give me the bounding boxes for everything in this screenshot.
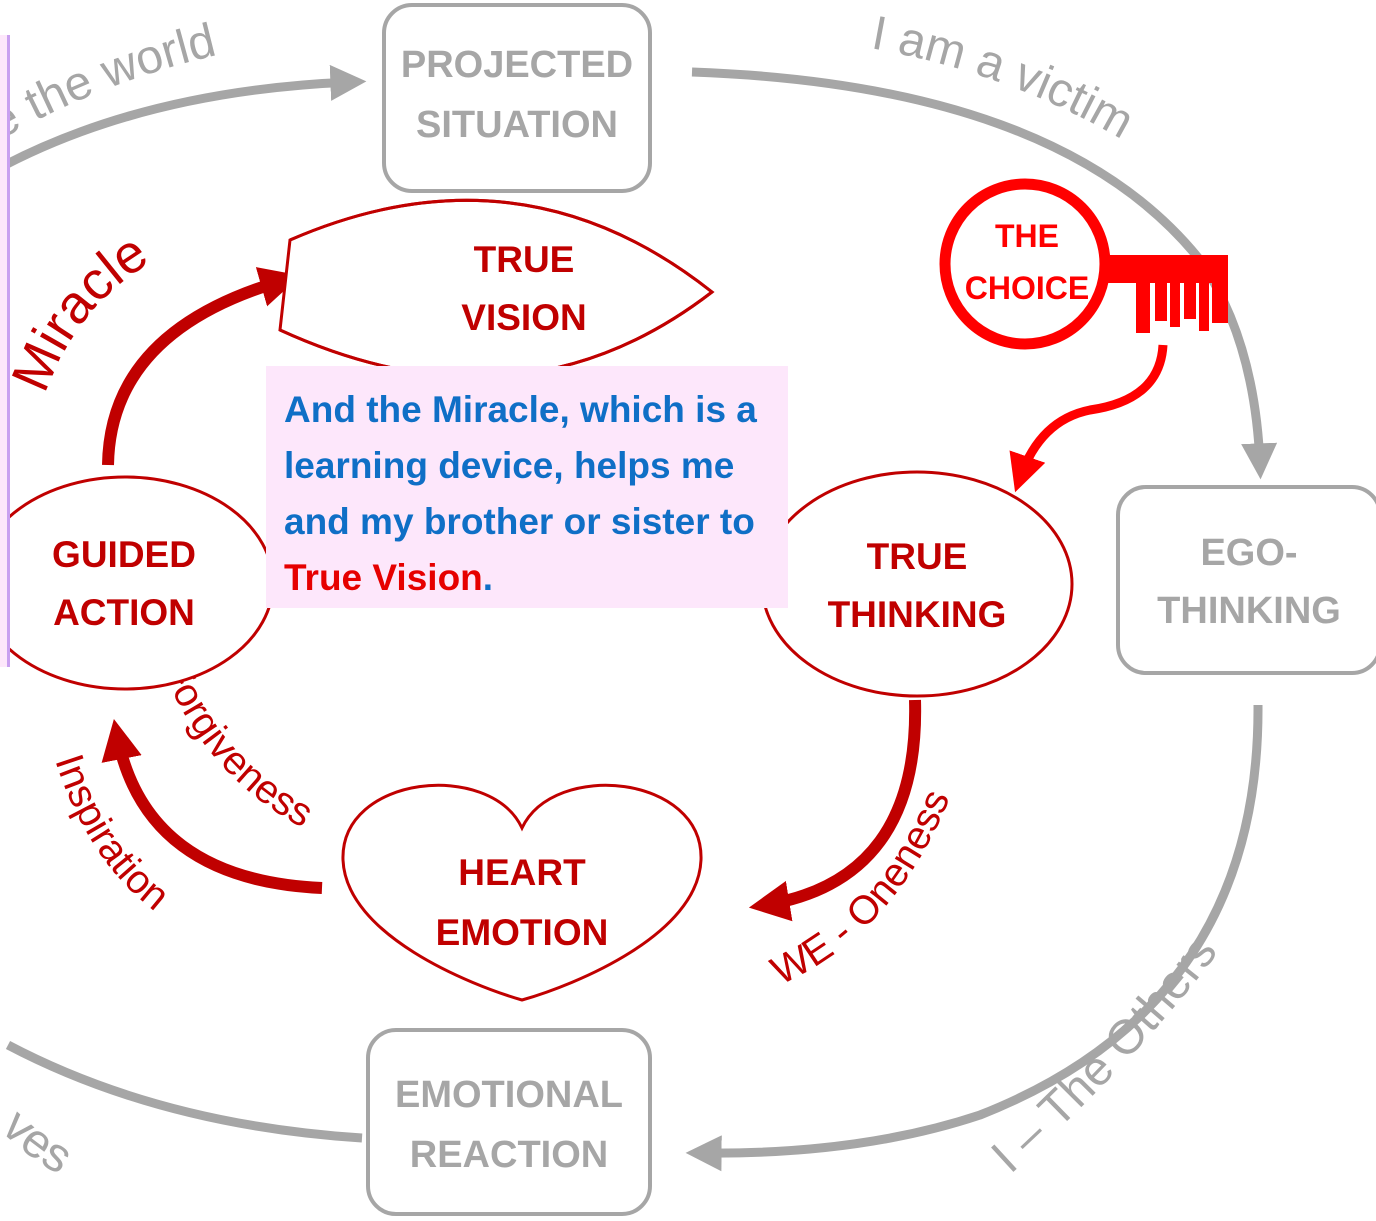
box-projected-situation: PROJECTED SITUATION [382,3,652,193]
node-true-vision: TRUE VISION [278,198,715,379]
svg-text:THINKING: THINKING [828,594,1007,635]
svg-text:EMOTION: EMOTION [436,912,609,953]
label-we-oneness: WE - Oneness [764,783,958,993]
note-text: And the Miracle, which is a learning dev… [284,389,757,542]
svg-text:ACTION: ACTION [53,592,195,633]
svg-text:EGO-: EGO- [1200,532,1297,574]
svg-text:REACTION: REACTION [410,1134,608,1176]
arc-world-to-projected [2,64,367,169]
arrow-we-oneness [748,699,922,922]
svg-text:TRUE: TRUE [867,536,968,577]
arc-ego-to-emotional [685,704,1263,1172]
key-the-choice: THE CHOICE [939,178,1228,493]
svg-text:EMOTIONAL: EMOTIONAL [395,1074,623,1116]
left-side-panel [0,35,10,667]
svg-text:VISION: VISION [461,297,586,338]
miracle-note: And the Miracle, which is a learning dev… [266,366,788,608]
svg-text:PROJECTED: PROJECTED [401,44,633,86]
label-top-left: e the world [0,14,221,150]
arrow-miracle [102,267,301,466]
node-true-thinking: TRUE THINKING [760,470,1074,698]
node-guided-action: GUIDED ACTION [0,475,275,691]
svg-text:THE: THE [995,218,1059,254]
arc-projected-to-ego [691,67,1278,480]
label-bottom-right: I – The Others [982,926,1228,1183]
svg-text:THINKING: THINKING [1157,590,1341,632]
svg-text:GUIDED: GUIDED [52,534,196,575]
label-bottom-left: ves [0,1099,82,1184]
svg-text:CHOICE: CHOICE [965,270,1089,306]
box-ego-thinking: EGO- THINKING [1116,485,1376,675]
arrow-choice-to-true-thinking [1009,344,1168,493]
note-end: . [482,557,494,598]
arrow-forgiveness [101,718,323,894]
svg-text:SITUATION: SITUATION [416,104,618,146]
svg-text:HEART: HEART [458,852,586,893]
node-heart-emotion: HEART EMOTION [341,783,703,1002]
note-highlight: True Vision [284,557,483,598]
svg-text:TRUE: TRUE [474,239,575,280]
label-inspiration: Inspiration [46,749,177,919]
box-emotional-reaction: EMOTIONAL REACTION [366,1028,652,1216]
arc-emotional-to-left [5,1041,363,1143]
